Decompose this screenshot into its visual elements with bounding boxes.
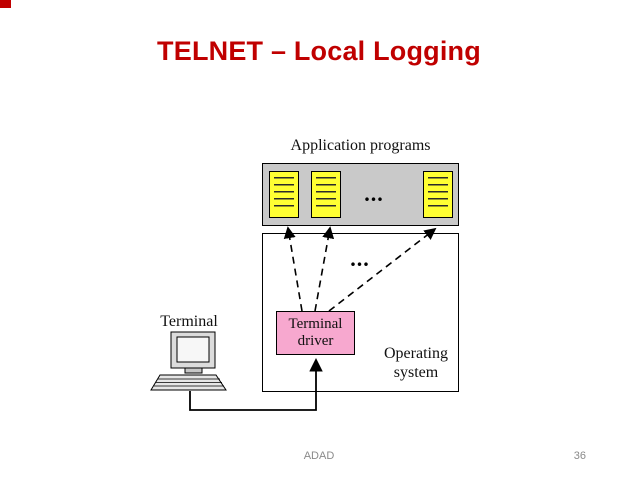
terminal-computer-icon <box>150 331 227 391</box>
corner-mark <box>0 0 11 8</box>
terminal-driver-box: Terminal driver <box>276 311 355 355</box>
application-program-document-icon <box>423 171 453 218</box>
operating-system-label: Operating system <box>384 345 448 382</box>
terminal-label: Terminal <box>160 313 218 330</box>
slide-footer: ADAD 36 <box>0 450 638 462</box>
document-text-lines <box>428 177 448 212</box>
page-title: TELNET – Local Logging <box>157 36 481 66</box>
application-program-document-icon <box>269 171 299 218</box>
page-number: 36 <box>573 450 586 462</box>
application-programs-label: Application programs <box>290 137 431 154</box>
footer-text: ADAD <box>303 450 335 462</box>
ellipsis-apps: ... <box>364 181 384 206</box>
document-text-lines <box>274 177 294 212</box>
document-text-lines <box>316 177 336 212</box>
application-program-document-icon <box>311 171 341 218</box>
ellipsis-os: ... <box>350 246 370 271</box>
